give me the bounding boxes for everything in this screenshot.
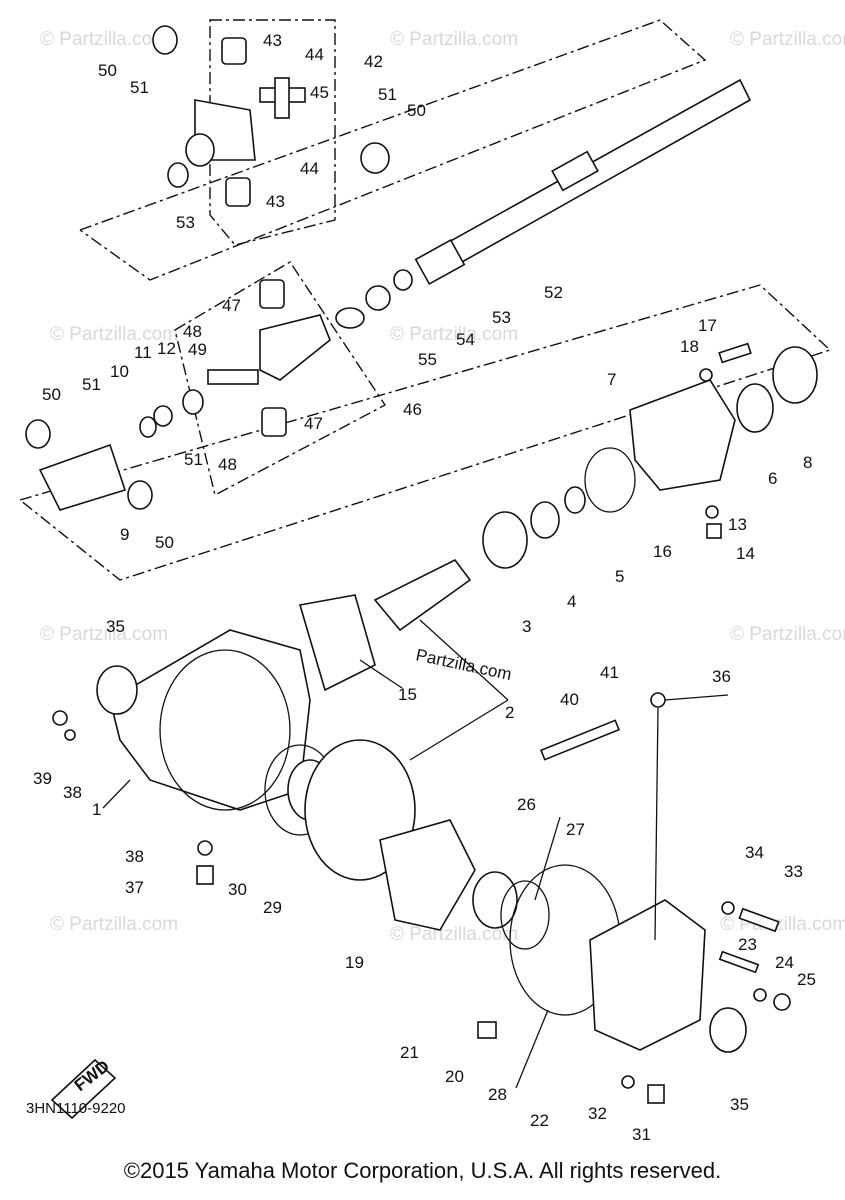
exploded-parts-diagram: © Partzilla.com © Partzilla.com © Partzi… — [18, 19, 845, 1144]
lower-joint-parts — [25, 269, 413, 511]
callout-29: 29 — [263, 898, 282, 917]
callout-14: 14 — [736, 544, 755, 563]
callout-51-c: 51 — [82, 375, 101, 394]
group-boxes — [18, 19, 832, 581]
callout-37: 37 — [125, 878, 144, 897]
callout-28: 28 — [488, 1085, 507, 1104]
callout-4: 4 — [567, 592, 576, 611]
callout-9: 9 — [120, 525, 129, 544]
callout-24: 24 — [775, 953, 794, 972]
callout-3: 3 — [522, 617, 531, 636]
upper-joint-parts — [152, 25, 390, 207]
callout-22: 22 — [530, 1111, 549, 1130]
watermarks: © Partzilla.com © Partzilla.com © Partzi… — [40, 29, 845, 945]
callout-51-b: 51 — [378, 85, 397, 104]
callout-54: 54 — [456, 330, 475, 349]
callout-48-bottom: 48 — [218, 455, 237, 474]
watermark: © Partzilla.com — [730, 624, 845, 645]
callout-43-bottom: 43 — [266, 192, 285, 211]
watermark: © Partzilla.com — [390, 324, 518, 345]
callout-6: 6 — [768, 469, 777, 488]
watermark: © Partzilla.com — [390, 924, 518, 945]
callout-47-bottom: 47 — [304, 414, 323, 433]
watermark: © Partzilla.com — [40, 29, 168, 50]
lower-shaft-box — [18, 284, 832, 581]
callout-38-right: 38 — [125, 847, 144, 866]
callout-52: 52 — [544, 283, 563, 302]
callout-51-d: 51 — [184, 450, 203, 469]
doc-code: 3HN1110-9220 — [26, 1100, 126, 1117]
callout-40: 40 — [560, 690, 579, 709]
callout-44-top: 44 — [305, 45, 324, 64]
callout-33: 33 — [784, 862, 803, 881]
callout-19: 19 — [345, 953, 364, 972]
callout-13: 13 — [728, 515, 747, 534]
callout-17: 17 — [698, 316, 717, 335]
watermark: © Partzilla.com — [730, 29, 845, 50]
callout-21: 21 — [400, 1043, 419, 1062]
callout-39: 39 — [33, 769, 52, 788]
callout-18: 18 — [680, 337, 699, 356]
drive-shaft — [414, 78, 752, 286]
watermark: © Partzilla.com — [720, 914, 845, 935]
callout-47-top: 47 — [222, 296, 241, 315]
watermark: © Partzilla.com — [40, 624, 168, 645]
joint-42-box — [209, 19, 336, 246]
callout-55: 55 — [418, 350, 437, 369]
callout-42: 42 — [364, 52, 383, 71]
center-watermark: Partzilla.com — [414, 645, 513, 684]
callout-51-a: 51 — [130, 78, 149, 97]
callout-45: 45 — [310, 83, 329, 102]
callout-44-bottom: 44 — [300, 159, 319, 178]
callout-20: 20 — [445, 1067, 464, 1086]
callout-41: 41 — [600, 663, 619, 682]
callout-50-a: 50 — [98, 61, 117, 80]
callout-11: 11 — [134, 343, 152, 362]
callout-53-b: 53 — [492, 308, 511, 327]
fwd-arrow-icon — [50, 1058, 117, 1120]
callout-16: 16 — [653, 542, 672, 561]
callout-labels: 1 2 3 4 5 6 7 8 9 10 11 12 13 14 15 16 1… — [33, 31, 816, 1144]
leader-lines — [102, 619, 729, 1089]
pinion-assembly — [373, 346, 818, 632]
callout-30: 30 — [228, 880, 247, 899]
callout-35-bottom: 35 — [730, 1095, 749, 1114]
differential-housing — [96, 594, 747, 1053]
watermark: © Partzilla.com — [50, 914, 178, 935]
callout-8: 8 — [803, 453, 812, 472]
callout-50-b: 50 — [407, 101, 426, 120]
callout-36: 36 — [712, 667, 731, 686]
callout-43-top: 43 — [263, 31, 282, 50]
callout-48-top: 48 — [183, 322, 202, 341]
watermark: © Partzilla.com — [50, 324, 178, 345]
callout-50-d: 50 — [155, 533, 174, 552]
callout-23: 23 — [738, 935, 757, 954]
upper-shaft-box — [79, 19, 707, 281]
callout-27: 27 — [566, 820, 585, 839]
copyright: ©2015 Yamaha Motor Corporation, U.S.A. A… — [123, 1158, 722, 1183]
callout-32: 32 — [588, 1104, 607, 1123]
callout-50-c: 50 — [42, 385, 61, 404]
callout-26: 26 — [517, 795, 536, 814]
callout-12: 12 — [157, 339, 176, 358]
callout-46: 46 — [403, 400, 422, 419]
fasteners — [52, 342, 791, 1104]
joint-46-box — [174, 261, 387, 497]
callout-35-top: 35 — [106, 617, 125, 636]
watermark: © Partzilla.com — [390, 29, 518, 50]
callout-1: 1 — [92, 800, 101, 819]
callout-34: 34 — [745, 843, 764, 862]
callout-10: 10 — [110, 362, 129, 381]
callout-31: 31 — [632, 1125, 651, 1144]
callout-15: 15 — [398, 685, 417, 704]
callout-53-a: 53 — [176, 213, 195, 232]
callout-7: 7 — [607, 370, 616, 389]
callout-5: 5 — [615, 567, 624, 586]
callout-38-left: 38 — [63, 783, 82, 802]
callout-2: 2 — [505, 703, 514, 722]
callout-49: 49 — [188, 340, 207, 359]
callout-25: 25 — [797, 970, 816, 989]
